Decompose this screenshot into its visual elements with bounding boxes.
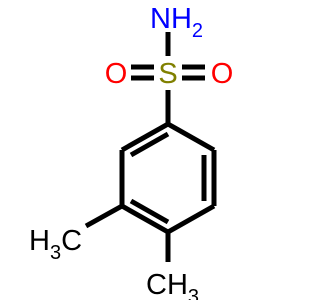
amine-subscript: 2 [192, 20, 203, 42]
methyl-left-tail: C [61, 225, 82, 257]
oxygen-left-atom-label: O [105, 58, 128, 90]
methyl-bottom-label: CH3 [146, 269, 199, 300]
atom-labels: S O O NH2 H3C CH3 [29, 3, 233, 300]
methyl-left-symbol: H [29, 225, 50, 257]
ring-bond-bottom-right [166, 203, 216, 235]
ring-bond-bottom-left [120, 203, 170, 235]
methyl-bottom-symbol: CH [146, 269, 188, 300]
oxygen-right-atom-label: O [211, 58, 234, 90]
ring-bond-top-left [120, 121, 170, 153]
methyl-left-label: H3C [29, 225, 82, 264]
sulfur-atom-label: S [158, 58, 177, 90]
methyl-left-subscript: 3 [50, 242, 61, 264]
bonds [84, 32, 217, 262]
amine-symbol: NH [150, 3, 192, 35]
ring-double-bond-bottom-left [129, 198, 170, 225]
methyl-bottom-subscript: 3 [188, 286, 199, 300]
amine-group-label: NH2 [150, 3, 203, 42]
ring-bond-top-right [166, 121, 216, 153]
molecule-structure-diagram: S O O NH2 H3C CH3 [29, 3, 233, 300]
bond-ring-methyl-left [84, 203, 124, 229]
ring-double-bond-top-left [129, 131, 170, 158]
